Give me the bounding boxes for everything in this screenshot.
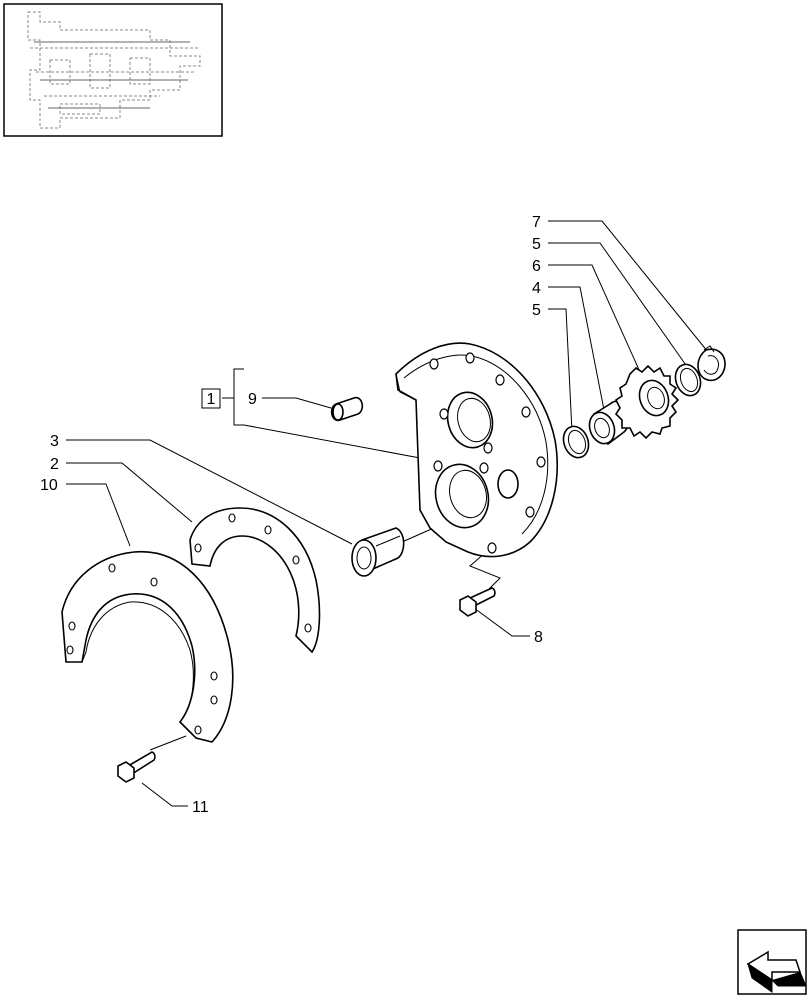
callout-4: 4 bbox=[532, 280, 541, 297]
callout-8: 8 bbox=[534, 629, 543, 646]
gear-part bbox=[614, 364, 680, 440]
callout-labels: 1 9 3 2 10 7 5 6 4 5 8 11 bbox=[40, 214, 543, 816]
half-ring-shim-part bbox=[189, 507, 321, 654]
group-ref-label: 1 bbox=[207, 391, 216, 408]
leader-lines bbox=[66, 220, 709, 807]
callout-9: 9 bbox=[248, 391, 257, 408]
callout-2: 2 bbox=[50, 456, 59, 473]
overview-thumbnail[interactable] bbox=[3, 3, 223, 137]
snap-ring-part bbox=[697, 345, 726, 382]
half-cover-part bbox=[61, 550, 234, 743]
thrust-ring-upper-part bbox=[674, 363, 702, 397]
callout-5-lower: 5 bbox=[532, 302, 541, 319]
next-page-arrow-icon[interactable] bbox=[737, 929, 807, 995]
flange-plate-part bbox=[395, 342, 558, 558]
callout-5-upper: 5 bbox=[532, 236, 541, 253]
bolt-11-part bbox=[117, 751, 156, 783]
callout-6: 6 bbox=[532, 258, 541, 275]
callout-10: 10 bbox=[40, 477, 58, 494]
callout-11: 11 bbox=[192, 799, 209, 816]
dowel-pin-part bbox=[330, 396, 364, 422]
thrust-ring-lower-part bbox=[562, 425, 590, 459]
callout-7: 7 bbox=[532, 214, 541, 231]
group-ref-box[interactable] bbox=[201, 388, 221, 409]
bolt-8-part bbox=[459, 587, 496, 617]
bushing-part bbox=[351, 527, 405, 577]
callout-3: 3 bbox=[50, 433, 59, 450]
